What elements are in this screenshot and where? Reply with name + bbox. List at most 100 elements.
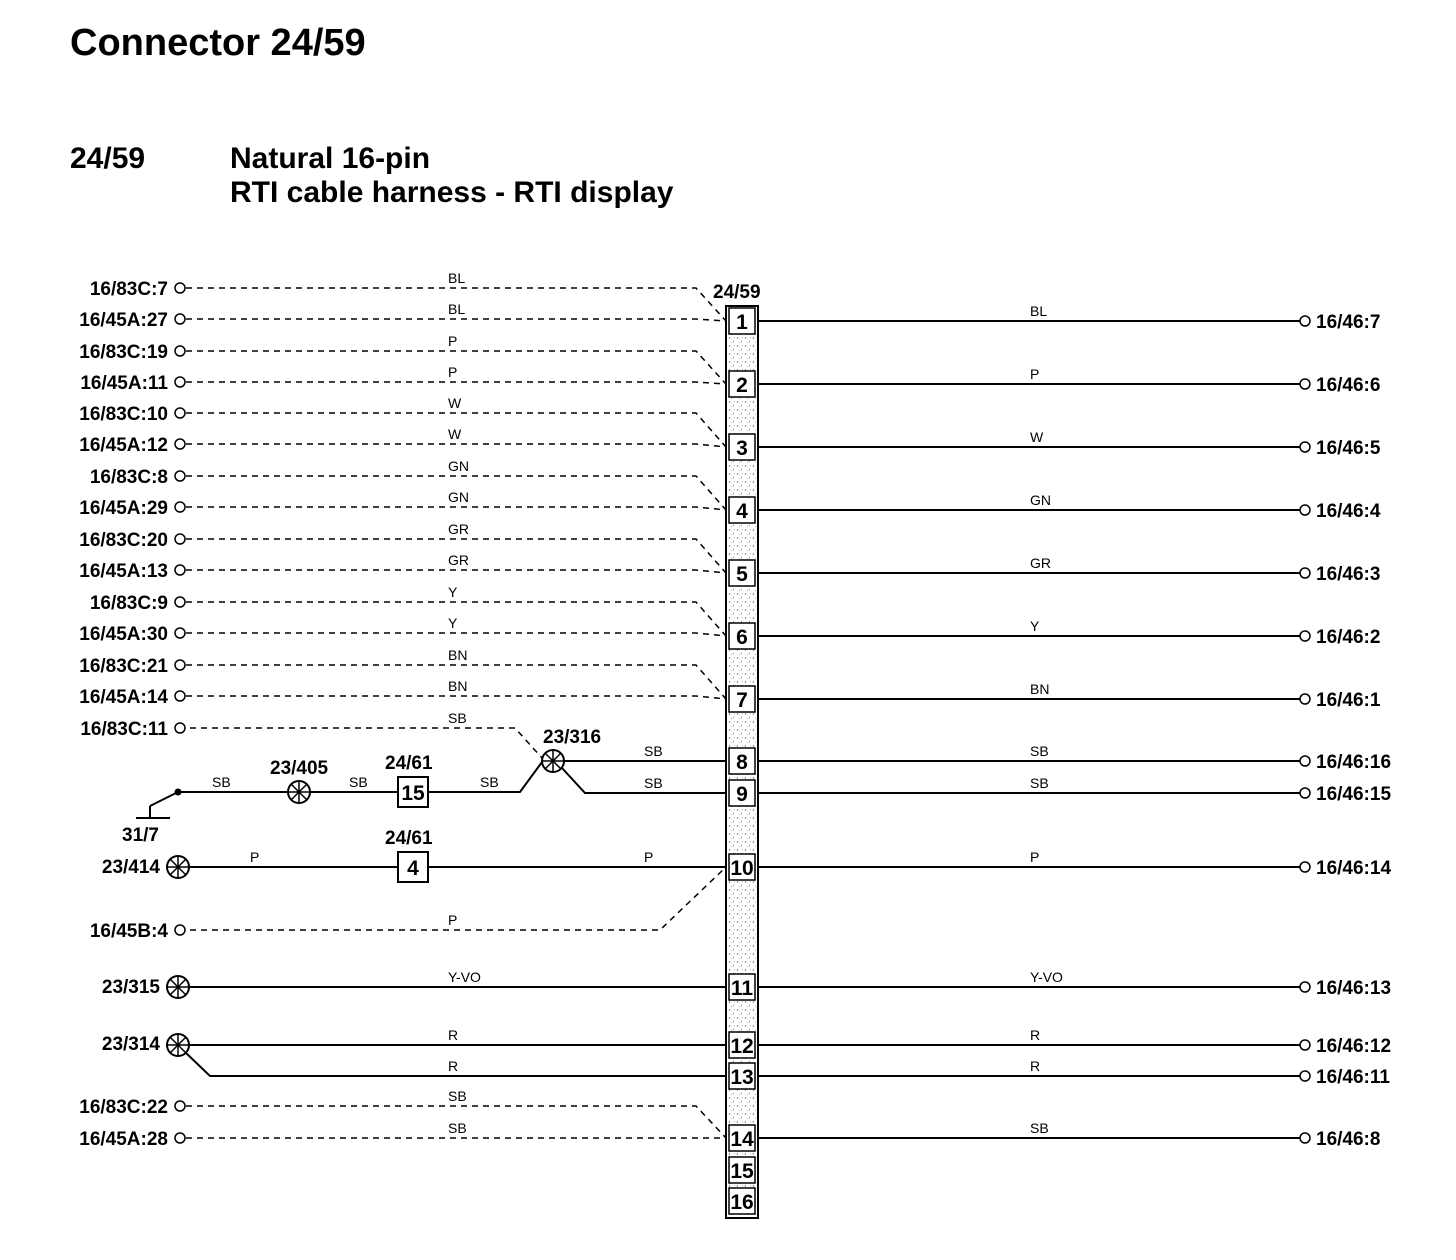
left-wire-label: Y	[448, 615, 458, 631]
terminal-circle-icon	[174, 690, 186, 702]
left-wire	[186, 287, 727, 322]
wire-45b4-pin10	[190, 866, 727, 931]
terminal-circle-icon	[174, 470, 186, 482]
left-terminal-label: 16/83C:20	[79, 530, 168, 551]
connector-pin-9: 9	[728, 779, 756, 807]
left-terminal-label: 16/45A:27	[79, 310, 168, 331]
terminal-circle-icon	[174, 596, 186, 608]
left-wire-label: SB	[448, 1088, 467, 1104]
connector-description-line1: Natural 16-pin	[230, 142, 431, 175]
connector-pin-4: 4	[728, 496, 756, 524]
connector-pin-13: 13	[728, 1062, 756, 1090]
left-terminal-label: 16/83C:9	[90, 593, 168, 614]
splice-23-414	[166, 855, 190, 879]
right-wire-label: P	[1030, 366, 1039, 382]
left-wire-label: GR	[448, 552, 469, 568]
left-wire-label: SB	[448, 710, 467, 726]
wire-314-pin13	[185, 1052, 726, 1077]
terminal-circle-icon	[174, 659, 186, 671]
left-terminal-label: 16/83C:21	[79, 656, 168, 677]
right-terminal-label: 16/46:3	[1316, 564, 1380, 585]
left-wire-label: W	[448, 426, 462, 442]
left-terminal-label: 16/45A:29	[79, 498, 168, 519]
connector-pin-1: 1	[728, 307, 756, 335]
left-terminal: 16/83C:7BL	[90, 270, 727, 322]
left-wire-label: GN	[448, 489, 469, 505]
connector-pin-label: 8	[736, 751, 748, 774]
terminal-circle-icon	[174, 345, 186, 357]
right-wire-label: GR	[1030, 555, 1051, 571]
left-terminal-label: 16/45A:14	[79, 687, 168, 708]
connector-pin-label: 1	[736, 311, 748, 334]
terminal-circle-icon	[1299, 861, 1311, 873]
right-terminal-label: 16/46:5	[1316, 438, 1381, 459]
right-terminal-label: 16/46:4	[1316, 501, 1381, 522]
left-terminal-label: 16/45A:12	[79, 435, 168, 456]
left-terminal: 16/83C:10W	[79, 395, 727, 448]
left-terminal-label: 16/45B:4	[90, 921, 169, 942]
connector-pin-label: 14	[730, 1128, 754, 1151]
terminal-circle-icon	[174, 282, 186, 294]
left-terminal: 16/83C:8GN	[90, 458, 727, 511]
left-wire-label: W	[448, 395, 462, 411]
right-terminal: P16/46:6	[758, 366, 1380, 396]
left-wire-label: BL	[448, 270, 465, 286]
terminal-circle-icon	[1299, 441, 1311, 453]
terminal-circle-icon	[1299, 981, 1311, 993]
left-wire	[186, 381, 727, 385]
connector-pin-label: 10	[730, 857, 753, 880]
left-wire-label: GN	[448, 458, 469, 474]
terminal-circle-icon	[1299, 567, 1311, 579]
splice-23-316-label: 23/316	[543, 727, 601, 748]
right-terminal: R16/46:11	[758, 1058, 1390, 1088]
terminal-circle-icon	[174, 533, 186, 545]
right-terminal-label: 16/46:12	[1316, 1036, 1391, 1057]
left-terminal: 16/45A:13 GR	[79, 552, 727, 582]
terminal-circle-icon	[174, 438, 186, 450]
splice-23-314	[166, 1033, 190, 1057]
right-wire-label: Y-VO	[1030, 969, 1063, 985]
wire-label-314-b: R	[448, 1058, 458, 1074]
left-terminal-label: 16/83C:22	[79, 1097, 168, 1118]
right-terminal-label: 16/46:1	[1316, 690, 1381, 711]
terminal-circle-icon	[174, 1132, 186, 1144]
connector-pin-label: 13	[730, 1066, 753, 1089]
terminal-circle-icon	[1299, 315, 1311, 327]
terminal-circle-icon	[1299, 378, 1311, 390]
left-wire-label: GR	[448, 521, 469, 537]
left-terminal: 16/83C:9Y	[90, 584, 727, 637]
wire-label-405-2461a: SB	[349, 774, 368, 790]
left-terminals: 16/83C:7BL16/45A:27BL16/83C:19P16/45A:11…	[79, 270, 727, 1150]
left-terminal: 16/83C:19P	[79, 333, 727, 385]
left-terminal-label: 16/83C:8	[90, 467, 168, 488]
left-wire-label: SB	[448, 1120, 467, 1136]
connector-pin-16: 16	[728, 1187, 756, 1215]
right-terminal: W16/46:5	[758, 429, 1381, 459]
wire-label-315: Y-VO	[448, 969, 481, 985]
terminal-circle-icon	[1299, 630, 1311, 642]
left-wire	[186, 1105, 727, 1139]
left-wire	[186, 601, 727, 637]
left-terminal-label: 16/45A:13	[79, 561, 168, 582]
left-wire	[186, 350, 727, 385]
right-wire-label: Y	[1030, 618, 1040, 634]
wire-2461a-316	[428, 761, 543, 793]
wire-label-316-pin9: SB	[644, 775, 663, 791]
connector-pin-label: 12	[730, 1035, 753, 1058]
right-terminal: R16/46:12	[758, 1027, 1391, 1057]
connector-pin-7: 7	[728, 685, 756, 713]
left-terminal-label: 16/45A:30	[79, 624, 168, 645]
splice-23-314-label: 23/314	[102, 1034, 161, 1055]
left-wire	[186, 475, 727, 511]
splice-23-315	[166, 975, 190, 999]
connector-pin-label: 15	[730, 1160, 754, 1183]
